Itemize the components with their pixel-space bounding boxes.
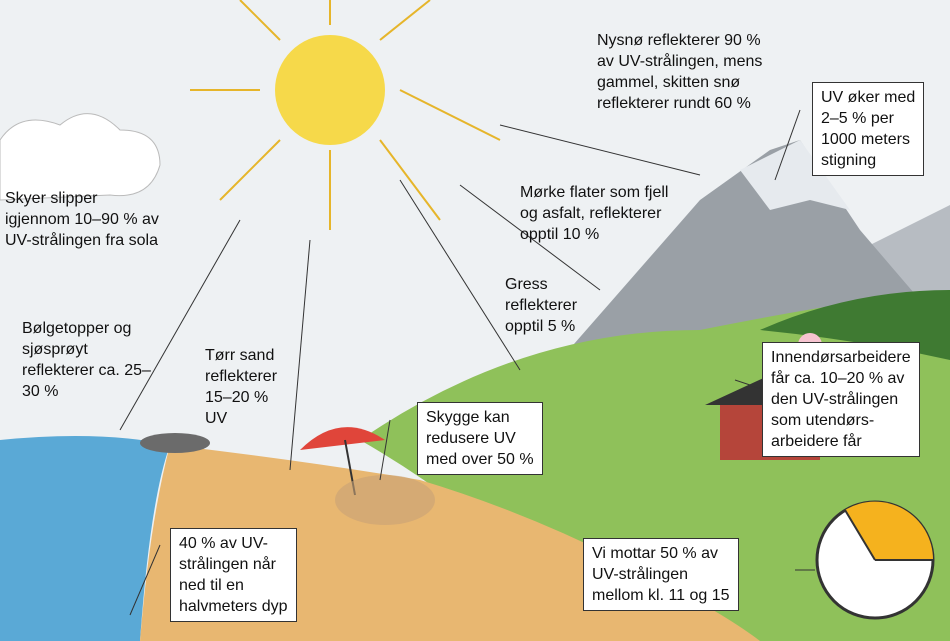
sun (190, 0, 501, 230)
grass-label: Gress reflekterer opptil 5 % (505, 276, 578, 335)
cloud (0, 113, 161, 201)
altitude-box: UV øker med 2–5 % per 1000 meters stigni… (812, 82, 925, 176)
shade-box: Skygge kan redusere UV med over 50 % (417, 402, 543, 475)
midday-box: Vi mottar 50 % av UV-strålingen mellom k… (583, 538, 739, 611)
pointer-lines (119, 109, 815, 616)
sea (0, 436, 170, 641)
sand-label: Tørr sand reflekterer 15–20 % UV (205, 347, 278, 427)
dark-surfaces-label: Mørke flater som fjell og asfalt, reflek… (520, 184, 669, 243)
clouds-label: Skyer slipper igjennom 10–90 % av UV-str… (5, 190, 159, 249)
indoor-box: Innendørsarbeidere får ca. 10–20 % av de… (762, 342, 920, 457)
water-depth-box: 40 % av UV- strålingen når ned til en ha… (170, 528, 297, 622)
snow-label: Nysnø reflekterer 90 % av UV-strålingen,… (597, 32, 763, 112)
shade (335, 475, 435, 525)
rocks (140, 433, 210, 453)
clock-icon (815, 500, 935, 620)
waves-label: Bølgetopper og sjøsprøyt reflekterer ca.… (22, 320, 151, 400)
snow-cap (740, 140, 850, 210)
